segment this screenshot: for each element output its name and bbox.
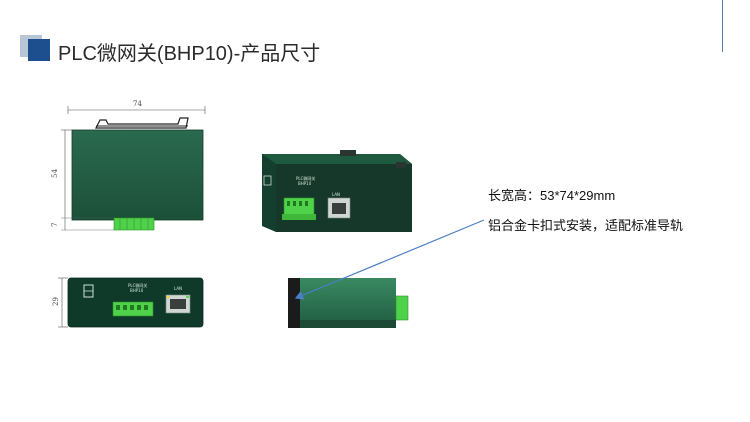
- side-photo-body: [300, 278, 396, 328]
- photo-model-line2: BHP10: [298, 181, 312, 186]
- side-photo-dark-end: [288, 278, 302, 328]
- photo-body-top: [262, 154, 412, 164]
- width-dimension-label: 74: [133, 100, 142, 108]
- side-view-body: [71, 129, 204, 221]
- spec-size-line: 长宽高：53*74*29mm: [488, 188, 616, 203]
- depth-dimension-label: 29: [52, 297, 60, 306]
- front-model-line1: PLC微网关: [128, 282, 147, 288]
- height-dimension-label: 54: [51, 169, 59, 178]
- product-photo-3d: PLC微网关 BHP10 LAN: [262, 150, 412, 232]
- spec-install-line: 铝合金卡扣式安装，适配标准导轨: [488, 218, 684, 233]
- front-model-line2: BHP10: [130, 288, 144, 293]
- slide-title: PLC微网关(BHP10)-产品尺寸: [58, 43, 321, 65]
- side-view-drawing: 74 54 7: [51, 100, 206, 231]
- leader-arrow-icon: [294, 219, 485, 300]
- header-divider-line: [722, 0, 723, 52]
- front-view-drawing: 29 PLC微网关 BHP10 LAN: [52, 277, 204, 328]
- title-square-accent: [28, 39, 50, 61]
- front-lan-label: LAN: [174, 286, 182, 291]
- product-photo-side: [288, 278, 409, 328]
- terminal-dimension-label: 7: [51, 223, 59, 227]
- photo-lan-label: LAN: [332, 192, 340, 197]
- photo-model-line1: PLC微网关: [296, 175, 315, 181]
- photo-terminal-block: [283, 197, 315, 217]
- side-photo-terminal: [395, 295, 409, 321]
